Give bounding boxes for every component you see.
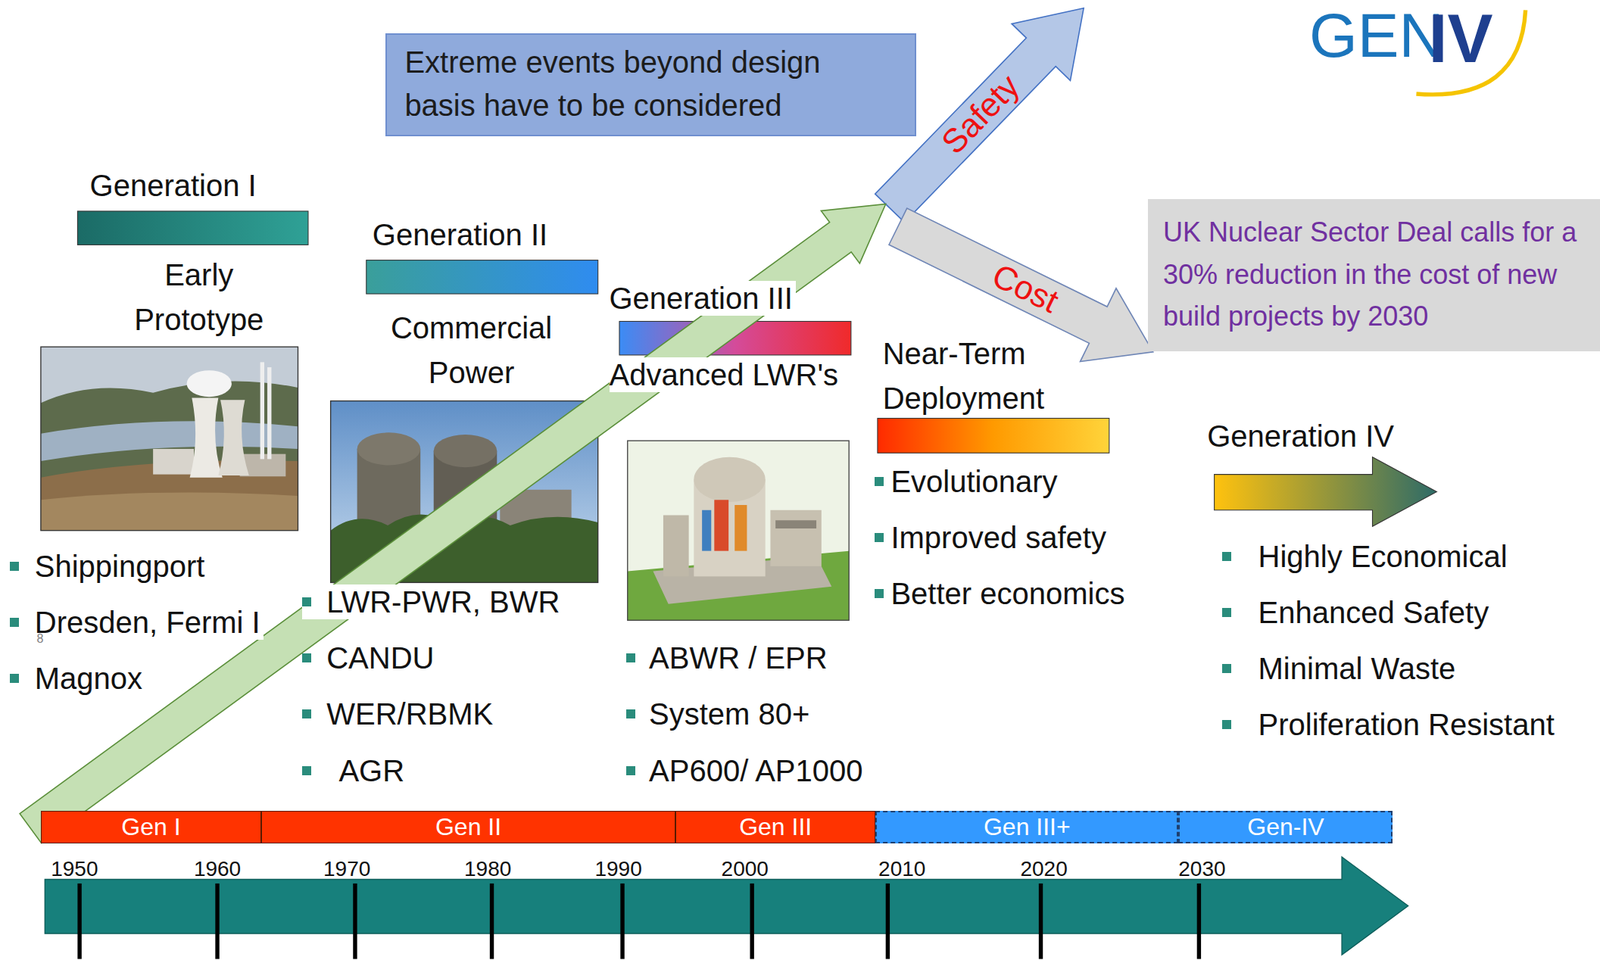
gen1-photo-part	[40, 492, 299, 531]
gen3-photo-part	[701, 510, 712, 552]
progress-arrow-part	[19, 204, 886, 844]
timeline-arrow-part	[1197, 883, 1201, 960]
box-text: Gen III+	[983, 813, 1071, 842]
gen1-photo-part	[40, 346, 299, 531]
gen1-photo-part	[218, 399, 249, 476]
timeline-arrow	[44, 857, 1408, 960]
timeline-arrow-part	[77, 883, 82, 960]
year-label: 1970	[323, 857, 371, 882]
timeline-arrow-part	[352, 883, 357, 960]
generation-subtitle: Advanced LWR's	[609, 357, 843, 393]
timeline-arrow-part	[215, 883, 219, 960]
timeline-arrow-part	[1038, 883, 1043, 960]
gen1-photo-part	[260, 361, 265, 459]
bullet-item: AP600/ AP1000	[626, 753, 863, 789]
generation-subtitle: Early Prototype	[106, 252, 291, 343]
logo-text: IV	[1428, 0, 1494, 79]
era-band: Gen III	[675, 810, 876, 844]
progress-arrow	[19, 204, 886, 844]
generation-heading: Generation IV	[1207, 418, 1395, 454]
callout-box: Extreme events beyond design basis have …	[385, 33, 917, 137]
gen1-photo-part	[187, 370, 232, 397]
generation-subtitle: Commercial Power	[369, 305, 574, 396]
timeline-arrow-part	[620, 883, 624, 960]
box-text: Gen I	[121, 813, 181, 842]
bullet-item: Improved safety	[874, 520, 1107, 556]
bullet-item: CANDU	[302, 640, 435, 676]
generation-heading: Generation III	[609, 280, 796, 316]
box-text: Extreme events beyond design basis have …	[404, 40, 852, 128]
bullet-item: WER/RBMK	[302, 696, 493, 732]
generation-subtitle: Near-Term Deployment	[882, 331, 1088, 422]
year-label: 1990	[594, 857, 642, 882]
gen3-photo-part	[770, 510, 821, 567]
bullet-item: Shippingport	[9, 548, 205, 584]
gen3-photo-part	[627, 440, 849, 621]
gen1-photo-part	[40, 380, 299, 531]
bullet-item: Proliferation Resistant	[1222, 707, 1554, 743]
gen3-photo-part	[663, 514, 690, 577]
year-label: 1960	[193, 857, 241, 882]
bullet-item: Enhanced Safety	[1222, 595, 1489, 631]
year-label: 2030	[1178, 857, 1226, 882]
box-text: Gen III	[739, 813, 812, 842]
generation-heading: Generation I	[90, 168, 257, 203]
gen3-photo-part	[775, 520, 817, 529]
bullet-item: Dresden, Fermi I	[9, 605, 263, 640]
generation-bars-part	[1214, 457, 1438, 528]
gen3-photo-part	[714, 499, 729, 551]
year-label: 2010	[878, 857, 926, 882]
gen1-photo	[40, 346, 299, 531]
bullet-item: Better economics	[874, 576, 1126, 612]
era-band: Gen-IV	[1178, 810, 1393, 844]
gen3-photo-part	[693, 457, 765, 503]
bullet-item: ABWR / EPR	[626, 640, 827, 676]
generation-bars-part	[366, 260, 599, 294]
bullet-item: Magnox	[9, 661, 143, 696]
gen3-photo-part	[734, 505, 747, 552]
gen1-photo-part	[152, 449, 194, 475]
timeline-arrow-part	[749, 883, 754, 960]
bullet-item: Evolutionary	[874, 464, 1058, 500]
bullet-item: AGR	[302, 753, 405, 789]
gen2-photo-part	[357, 432, 422, 465]
gen1-photo-part	[40, 346, 299, 531]
year-label: 2000	[721, 857, 769, 882]
gen3-photo	[627, 440, 849, 621]
box-text: Gen II	[435, 813, 502, 842]
gen1-photo-part	[267, 367, 272, 459]
box-text: UK Nuclear Sector Deal calls for a 30% r…	[1163, 211, 1585, 338]
bullet-item: LWR-PWR, BWR	[302, 584, 563, 620]
bullet-item: Highly Economical	[1222, 539, 1507, 574]
gen2-photo-part	[433, 434, 498, 468]
year-label: 1950	[50, 857, 98, 882]
generation-bars-part	[77, 211, 309, 245]
generation-bars-part	[877, 417, 1110, 453]
timeline-arrow-part	[489, 883, 494, 960]
timeline-arrow-part	[44, 857, 1408, 955]
era-band: Gen III+	[875, 810, 1179, 844]
gen1-photo-part	[190, 398, 223, 478]
gen3-photo-part	[627, 440, 849, 621]
era-band: Gen I	[40, 810, 262, 844]
generation-heading: Generation II	[372, 217, 548, 253]
bullet-item: System 80+	[626, 696, 810, 732]
timeline-arrow-part	[885, 883, 890, 960]
bullet-item: Minimal Waste	[1222, 651, 1456, 687]
box-text: Gen-IV	[1247, 813, 1324, 842]
era-band: Gen II	[261, 810, 676, 844]
year-label: 2020	[1019, 857, 1067, 882]
logo-text: GEN	[1309, 0, 1445, 72]
page-number: 8	[37, 632, 44, 646]
note-box: UK Nuclear Sector Deal calls for a 30% r…	[1147, 199, 1600, 352]
year-label: 1980	[464, 857, 512, 882]
arrow-label: Safety	[933, 66, 1027, 162]
